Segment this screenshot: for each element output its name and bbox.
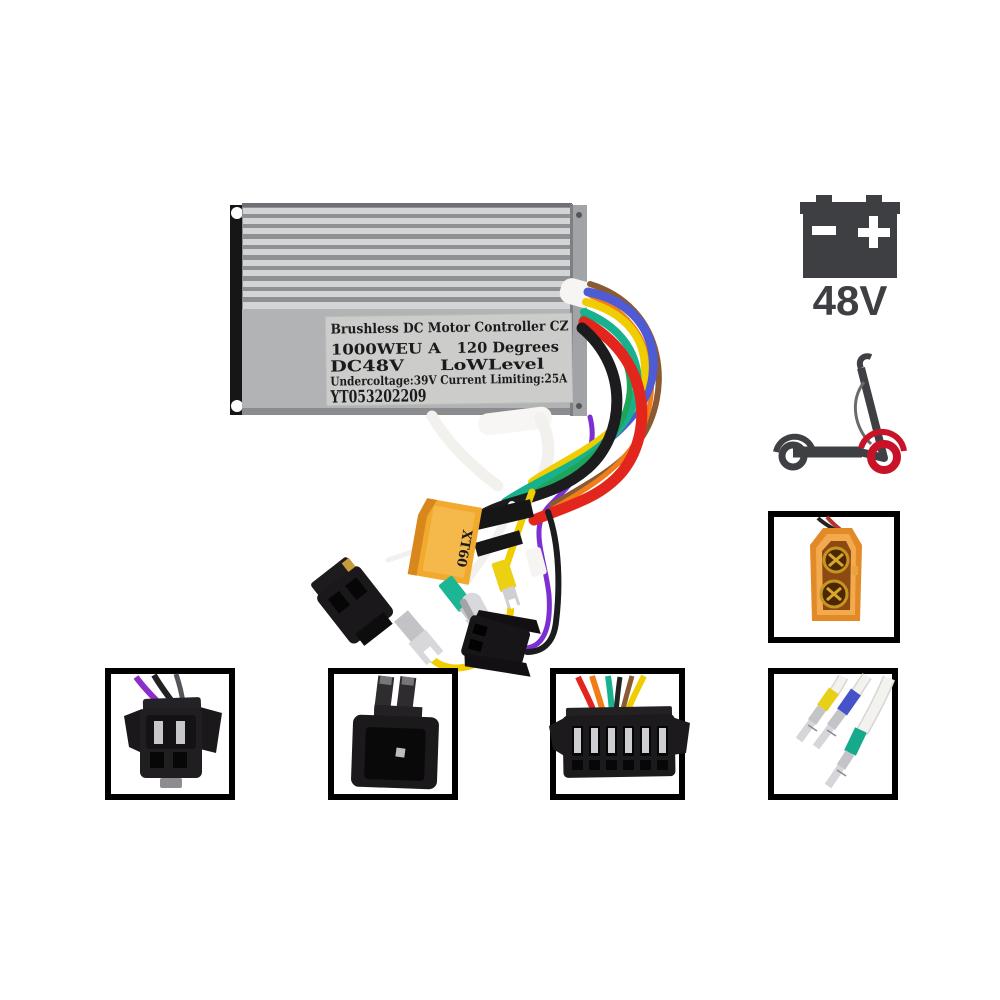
controller-left-edge — [230, 205, 242, 415]
thumb3-pins — [572, 726, 668, 756]
xt60-embossed-label: XT60 — [453, 528, 474, 568]
label-line-3-left: DC48V — [330, 356, 405, 376]
terminal-blade — [394, 610, 444, 666]
thumb2-tabs — [373, 675, 417, 714]
controller-screw-tab-top — [231, 207, 243, 219]
xt60-thumb-notch — [852, 566, 858, 575]
sm3-gold-contact — [341, 557, 356, 573]
controller-photo: Brushless DC Motor Controller CZ 1000WEU… — [230, 203, 597, 436]
thumb-box-2pin — [105, 668, 235, 800]
thumb-box-terminals — [768, 668, 898, 800]
xt60-highlight — [422, 505, 476, 578]
controller-right-cap — [573, 205, 587, 416]
thumb1-bottom-tab — [160, 778, 182, 788]
wire-red-battery — [528, 316, 648, 526]
terminal-yellow — [491, 559, 521, 609]
thumb1-left-wing — [124, 709, 142, 753]
thumb-box-6pin — [549, 668, 690, 800]
thumb2-silver-dot — [395, 747, 406, 758]
thumb1-right-wing — [200, 707, 222, 753]
screw-bottom-right — [576, 403, 582, 409]
thumb1-pin-1 — [154, 721, 163, 744]
thumb-box-xt60 — [768, 511, 900, 643]
serial-number: YT053202209 — [330, 386, 427, 407]
label-line-3-right: LoWLevel — [440, 356, 545, 374]
label-line-4: Undercoltage:39V Current Limiting:25A — [330, 371, 568, 388]
wire-harness — [385, 281, 662, 672]
sm2-connector — [461, 609, 541, 677]
thumb1-pin-2 — [176, 721, 185, 744]
thumb2-opening — [364, 727, 426, 781]
battery-plus-v — [869, 216, 878, 248]
xt60-side-shade — [407, 498, 438, 576]
xt60-connector: XT60 — [407, 498, 483, 585]
thumb3-right-wing — [672, 717, 690, 755]
battery-voltage-caption: 48V — [813, 277, 888, 324]
controller-label: Brushless DC Motor Controller CZ 1000WEU… — [324, 312, 574, 408]
scooter-icon — [773, 353, 907, 474]
battery-minus — [812, 226, 836, 235]
wire-black-to-sm2 — [524, 509, 562, 655]
label-line-2-right: 120 Degrees — [457, 338, 559, 356]
battery-icon — [800, 195, 900, 278]
wire-grommet-bottom — [478, 406, 552, 436]
wire-black-battery — [480, 322, 623, 519]
label-line-2-left: 1000WEU A — [331, 340, 442, 359]
controller-screw-tab-bottom — [231, 400, 243, 412]
thumb3-bottom-holes — [572, 760, 668, 770]
thumb-box-plug — [328, 668, 458, 800]
label-line-1: Brushless DC Motor Controller CZ — [330, 318, 568, 337]
thumb4-terminals — [795, 705, 855, 789]
heat-shrink-2 — [474, 530, 523, 557]
thumb4-sleeves — [817, 687, 867, 756]
white-ribbon-end — [525, 547, 547, 577]
heat-shrink-1 — [469, 499, 535, 531]
controller-fins — [242, 203, 572, 313]
controller-bottom-edge — [242, 408, 572, 415]
wire-white-sleeve — [426, 410, 504, 492]
sm3-connector — [311, 557, 394, 646]
screw-top-right — [576, 212, 582, 218]
controller-right-seam — [570, 204, 573, 416]
xt60-thumb-sockets — [819, 546, 850, 609]
thumb3-left-wing — [549, 717, 566, 757]
